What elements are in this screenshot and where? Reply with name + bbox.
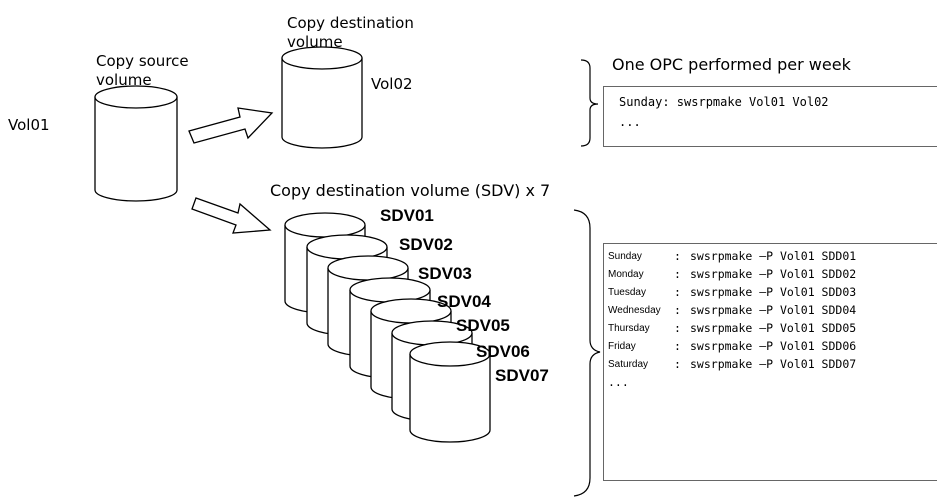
weekly-note-heading: One OPC performed per week [612, 55, 851, 74]
sdv-label: SDV04 [437, 292, 491, 311]
sdv-label: SDV02 [399, 235, 453, 254]
daily-colon: : [674, 303, 681, 317]
source-volume-cylinder [94, 85, 178, 202]
daily-day: Thursday [608, 323, 650, 334]
daily-day: Sunday [608, 251, 642, 262]
weekly-command-box: Sunday: swsrpmake Vol01 Vol02 ... [603, 86, 937, 147]
daily-colon: : [674, 321, 681, 335]
daily-command-ellipsis: ... [608, 375, 629, 389]
destination-volume-name: Vol02 [371, 75, 413, 93]
daily-command: swsrpmake –P Vol01 SDD04 [690, 303, 857, 317]
daily-command: swsrpmake –P Vol01 SDD03 [690, 285, 857, 299]
sdv-label: SDV07 [495, 366, 549, 385]
daily-command: swsrpmake –P Vol01 SDD05 [690, 321, 857, 335]
daily-colon: : [674, 285, 681, 299]
daily-day: Friday [608, 341, 636, 352]
daily-day: Wednesday [608, 305, 661, 316]
source-volume-title: Copy source volume [96, 52, 189, 89]
source-volume-name: Vol01 [8, 116, 50, 134]
weekly-command-ellipsis: ... [619, 115, 641, 129]
daily-command: swsrpmake –P Vol01 SDD01 [690, 249, 857, 263]
daily-colon: : [674, 339, 681, 353]
sdv-label: SDV01 [380, 206, 434, 225]
arrow-to-destination [188, 107, 274, 144]
daily-command: swsrpmake –P Vol01 SDD06 [690, 339, 857, 353]
daily-command: swsrpmake –P Vol01 SDD07 [690, 357, 857, 371]
destination-volume-title: Copy destination volume [287, 14, 414, 51]
weekly-brace [580, 59, 599, 147]
daily-day: Tuesday [608, 287, 646, 298]
destination-volume-cylinder [281, 46, 363, 149]
daily-command-box: Sunday : swsrpmake –P Vol01 SDD01 Monday… [603, 243, 937, 481]
daily-colon: : [674, 249, 681, 263]
arrow-to-sdv [191, 197, 272, 234]
daily-command: swsrpmake –P Vol01 SDD02 [690, 267, 857, 281]
daily-day: Saturday [608, 359, 649, 370]
daily-colon: : [674, 357, 681, 371]
sdv-label: SDV05 [456, 316, 510, 335]
daily-colon: : [674, 267, 681, 281]
weekly-command-line: Sunday: swsrpmake Vol01 Vol02 [619, 95, 829, 109]
daily-day: Monday [608, 269, 644, 280]
daily-brace [573, 209, 601, 497]
sdv-section-title: Copy destination volume (SDV) x 7 [270, 181, 551, 200]
sdv-label: SDV03 [418, 264, 472, 283]
sdv-label: SDV06 [476, 342, 530, 361]
